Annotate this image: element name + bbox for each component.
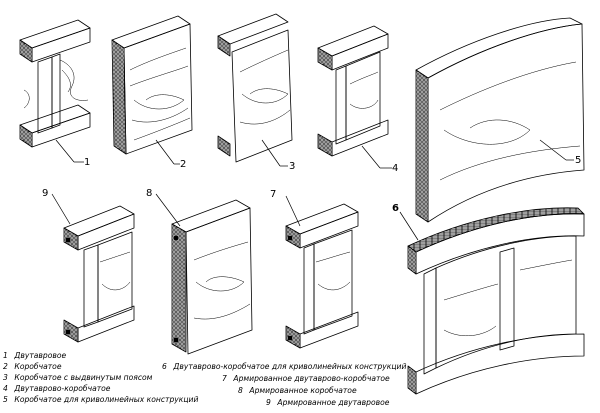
beam-7-reinforced-i-box	[285, 203, 359, 349]
legend-item-3: 3 Коробчатое с выдвинутым поясом	[3, 373, 153, 382]
beam-2-box-section	[111, 15, 193, 155]
beam-6-curved-i-box	[407, 207, 585, 395]
callout-3: 3	[289, 161, 295, 172]
beam-4-i-box-section	[317, 25, 389, 157]
legend-item-1: 1 Двутавровое	[3, 351, 67, 360]
callout-9: 9	[42, 188, 48, 199]
legend-item-7: 7 Армированное двутаврово-коробчатое	[222, 374, 390, 383]
beam-1-i-section	[19, 19, 91, 148]
legend-item-5: 5 Коробчатое для криволинейных конструкц…	[3, 395, 199, 404]
beam-8-reinforced-box	[171, 199, 253, 355]
beam-3-box-projecting-flange	[217, 13, 293, 163]
callout-1: 1	[84, 157, 90, 168]
beam-9-reinforced-i	[63, 205, 135, 343]
legend-item-8: 8 Армированное коробчатое	[238, 386, 357, 395]
callout-2: 2	[180, 159, 186, 170]
callout-8: 8	[146, 188, 152, 199]
beam-5-curved-box	[415, 17, 585, 223]
callout-4: 4	[392, 163, 398, 174]
legend-item-4: 4 Двутаврово-коробчатое	[3, 384, 111, 393]
legend-item-6: 6 Двутаврово-коробчатое для криволинейны…	[162, 362, 407, 371]
callout-5: 5	[575, 155, 581, 166]
callout-leaders	[51, 139, 574, 241]
callout-7: 7	[270, 189, 276, 200]
callout-6: 6	[392, 203, 399, 214]
legend-item-9: 9 Армированное двутавровое	[266, 398, 390, 407]
legend-item-2: 2 Коробчатое	[3, 362, 62, 371]
